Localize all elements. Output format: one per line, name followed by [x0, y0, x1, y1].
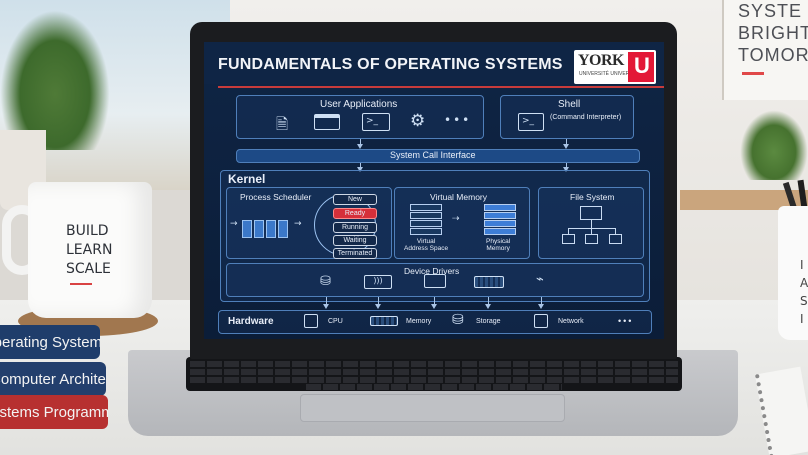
virtual-address-grid [410, 204, 442, 238]
keyboard-icon [474, 276, 504, 288]
arrow-down [375, 297, 381, 309]
book-title: Systems Programming [0, 403, 108, 421]
wall-poster [722, 0, 808, 100]
arrow-down [563, 163, 569, 172]
state-ready: Ready [333, 208, 377, 219]
potted-plant-right [740, 110, 808, 180]
grid-cell [484, 220, 516, 227]
background-shelf [680, 190, 808, 210]
book-title: Operating Systems [0, 333, 100, 351]
arrow-down [485, 297, 491, 309]
virtual-memory-label: Virtual Memory [430, 192, 487, 202]
grid-cell [484, 212, 516, 219]
grid-cell [484, 228, 516, 235]
file-tree-icon [538, 202, 644, 258]
hardware-label: Hardware [228, 316, 274, 327]
book-operating-systems: Operating Systems [0, 325, 100, 359]
hardware-cpu-label: CPU [328, 318, 343, 325]
terminal-icon: >_ [518, 113, 544, 131]
grid-cell [410, 212, 442, 219]
coffee-mug [28, 182, 152, 318]
york-logo-mark [628, 52, 654, 82]
book-title: Computer Architecture [0, 370, 106, 388]
more-icon: ••• [444, 113, 472, 127]
mapping-arrow-icon: ⇢ [452, 214, 460, 224]
grid-cell [484, 204, 516, 211]
document-icon: 🗎 [276, 115, 289, 133]
slide-title-rule [218, 86, 664, 88]
arrow-down [431, 297, 437, 309]
wifi-icon: ))) [364, 275, 392, 289]
gear-icon: ⚙ [410, 111, 426, 131]
state-terminated: Terminated [333, 248, 377, 259]
device-drivers-box [226, 263, 644, 297]
arrow-down [357, 139, 363, 149]
usb-icon: ⌁ [536, 272, 544, 287]
hardware-storage-label: Storage [476, 318, 501, 325]
hardware-box [218, 310, 652, 334]
file-system-label: File System [570, 192, 615, 202]
state-new: New [333, 194, 377, 205]
slide-title: FUNDAMENTALS OF OPERATING SYSTEMS [218, 56, 563, 73]
mug-accent-line [70, 283, 92, 285]
network-icon [534, 314, 548, 328]
disk-icon: ⛁ [320, 274, 331, 289]
user-applications-box [236, 95, 484, 139]
physical-memory-label: Physical Memory [486, 238, 511, 252]
terminal-icon: >_ [362, 113, 390, 131]
storage-icon: ⛁ [452, 312, 464, 328]
wall-poster-text: SYSTE BRIGHT TOMOR [738, 1, 808, 65]
cpu-icon [304, 314, 318, 328]
system-call-interface-box [236, 149, 640, 163]
laptop-keyboard[interactable] [186, 357, 682, 391]
arrow-down [323, 297, 329, 309]
shell-label: Shell [558, 99, 581, 110]
grid-cell [410, 228, 442, 235]
book-systems-programming: Systems Programming [0, 395, 108, 429]
york-logo-mark-letter: U [634, 53, 650, 78]
pen-cup [778, 206, 808, 340]
system-call-interface-label: System Call Interface [390, 150, 476, 160]
hardware-more-icon: ••• [618, 316, 634, 326]
monitor-icon [424, 274, 446, 288]
queue-slot [254, 220, 264, 238]
state-waiting: Waiting [333, 235, 377, 246]
book-computer-architecture: Computer Architecture [0, 362, 106, 396]
hardware-memory-label: Memory [406, 318, 432, 325]
grid-cell [410, 220, 442, 227]
physical-memory-grid [484, 204, 516, 238]
arrow-right-icon: → [294, 219, 302, 229]
arrow-right-icon: → [230, 219, 238, 229]
kernel-box [220, 170, 650, 302]
arrow-down [563, 139, 569, 149]
arrow-down [357, 163, 363, 172]
wall-poster-accent [742, 72, 764, 75]
pen-cup-text: I A S I [800, 258, 808, 326]
shell-sublabel: (Command Interpreter) [550, 114, 622, 121]
arrow-down [538, 297, 544, 309]
kernel-label: Kernel [228, 172, 266, 186]
laptop-trackpad[interactable] [300, 394, 565, 422]
queue-slot [266, 220, 276, 238]
state-running: Running [333, 222, 377, 233]
shell-box [500, 95, 634, 139]
virtual-address-space-label: Virtual Address Space [404, 238, 449, 252]
window-icon [314, 114, 340, 130]
hardware-network-label: Network [558, 318, 584, 325]
mug-text: BUILD LEARN SCALE [66, 223, 113, 277]
laptop-screen: FUNDAMENTALS OF OPERATING SYSTEMS YORK U… [204, 42, 664, 339]
york-logo-text: YORK [578, 52, 625, 69]
queue-slot [242, 220, 252, 238]
grid-cell [410, 204, 442, 211]
process-scheduler-label: Process Scheduler [240, 192, 312, 202]
queue-slot [278, 220, 288, 238]
device-drivers-label: Device Drivers [404, 266, 460, 276]
potted-plant-left [0, 10, 110, 150]
user-applications-label: User Applications [320, 99, 398, 110]
york-logo-subtitle: UNIVERSITÉ UNIVERSITY [579, 71, 641, 77]
memory-icon [370, 316, 398, 326]
